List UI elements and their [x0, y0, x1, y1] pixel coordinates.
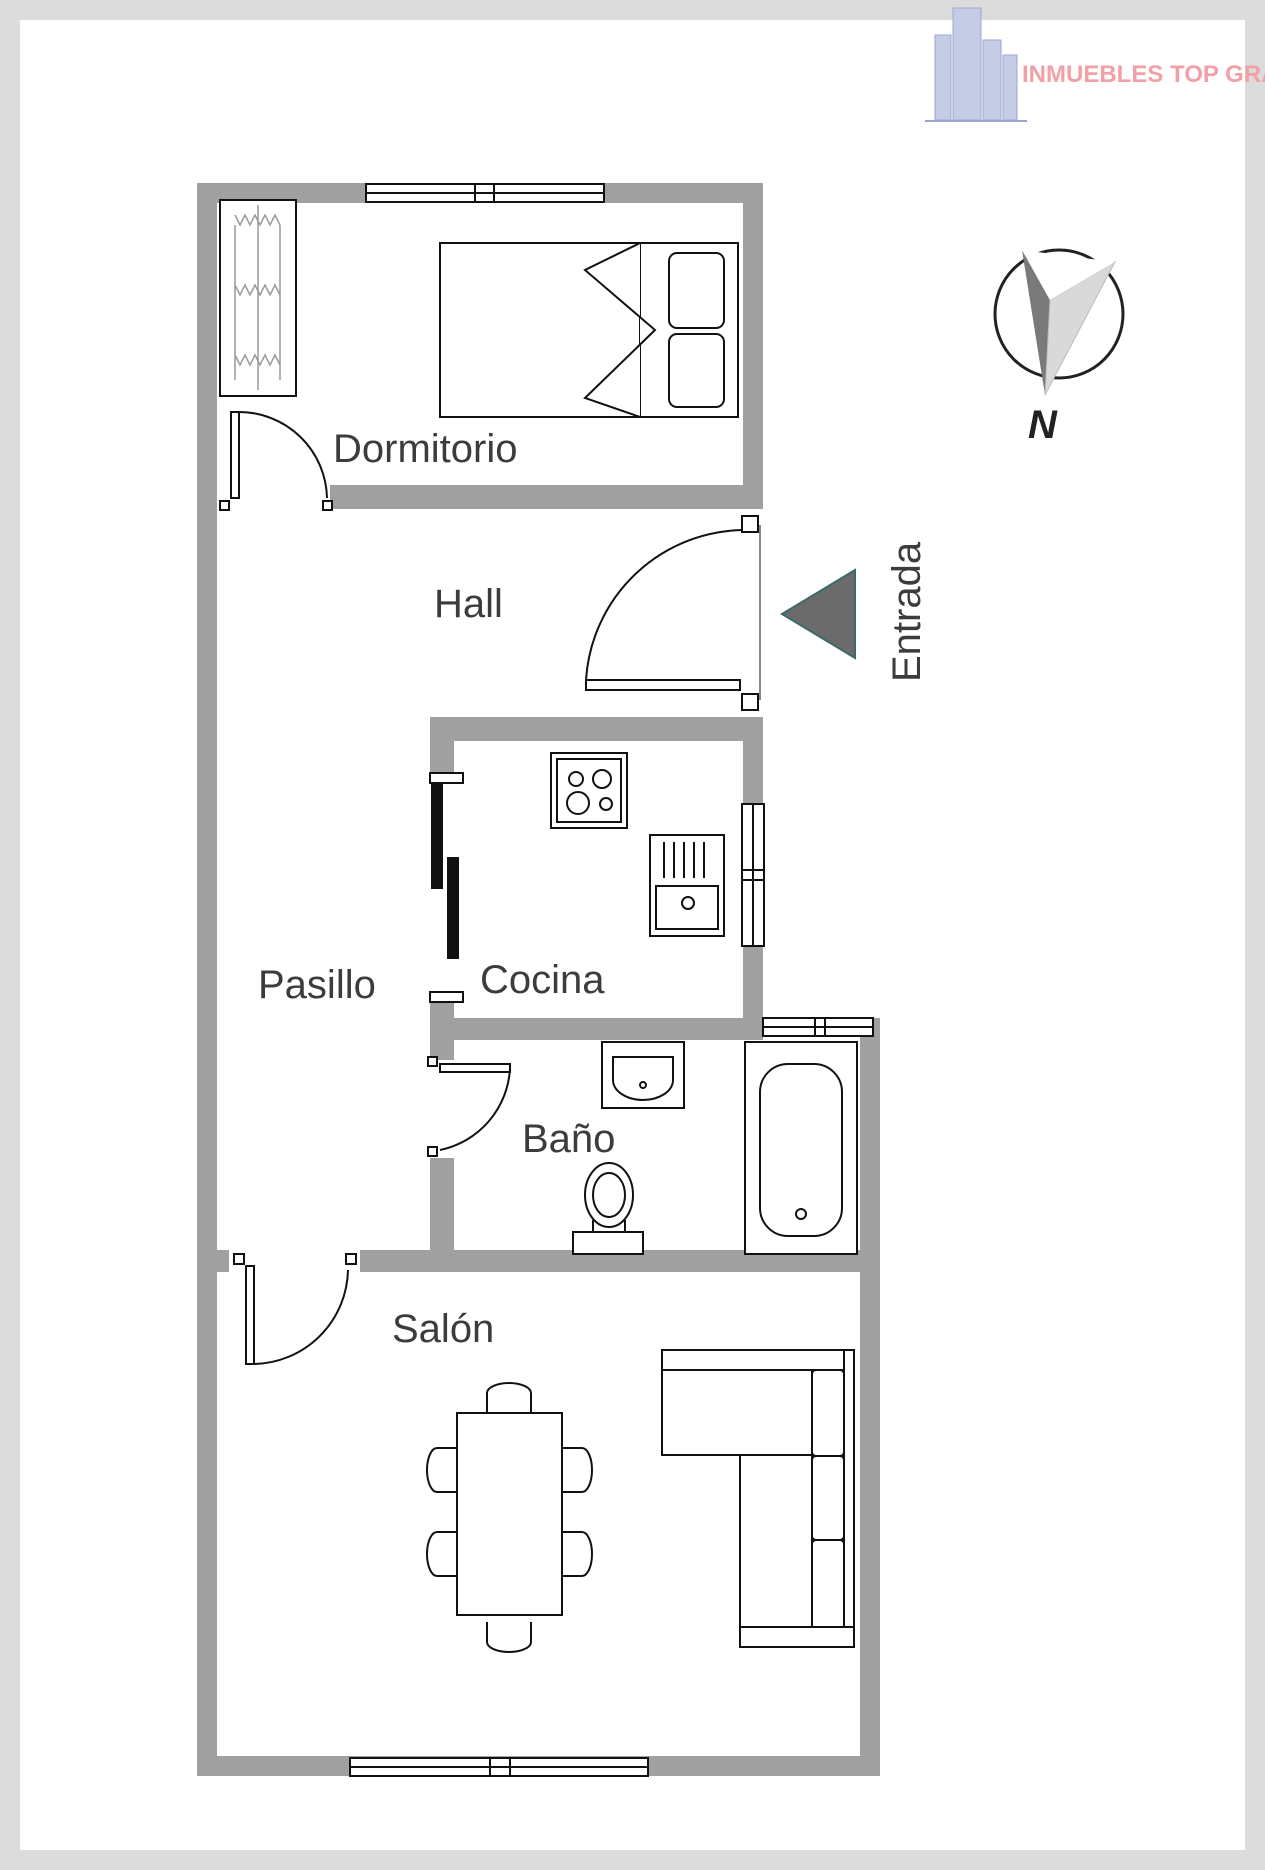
- room-label-pasillo: Pasillo: [258, 963, 376, 1007]
- wall-hall-kitchen: [430, 717, 763, 741]
- entrance-triangle-icon: [780, 568, 856, 660]
- wall-salon-stub: [217, 1250, 229, 1272]
- room-label-bano: Baño: [522, 1117, 615, 1161]
- entrance-label: Entrada: [885, 541, 929, 682]
- window-salon: [349, 1757, 649, 1777]
- wash-basin-icon: [601, 1041, 685, 1109]
- wall-bedroom-hall: [330, 485, 763, 509]
- door-entrance: [585, 515, 761, 711]
- corner-sofa-icon: [661, 1349, 855, 1648]
- door-kitchen-sliding: [429, 772, 464, 1003]
- dining-table-icon: [426, 1382, 593, 1653]
- wall-bath-left: [430, 1158, 454, 1266]
- furniture: [219, 199, 858, 1653]
- room-label-dormitorio: Dormitorio: [333, 427, 517, 471]
- wall-bath-salon: [360, 1250, 880, 1272]
- building-logo-icon: [925, 7, 1027, 122]
- north-arrow-icon: N: [993, 248, 1125, 447]
- bathtub-icon: [744, 1041, 858, 1255]
- window-kitchen: [741, 803, 765, 947]
- room-label-hall: Hall: [434, 582, 503, 626]
- doors: [219, 411, 761, 1365]
- kitchen-sink-icon: [649, 834, 725, 937]
- window-bath: [762, 1017, 874, 1037]
- brand-name: INMUEBLES TOP GRANADA: [1022, 61, 1265, 88]
- door-bedroom: [219, 411, 333, 511]
- cooktop-icon: [550, 752, 628, 829]
- wall-kitchen-left-top: [430, 717, 454, 777]
- windows: [349, 183, 874, 1777]
- door-salon: [233, 1253, 357, 1365]
- double-bed-icon: [439, 242, 739, 418]
- door-bath: [427, 1056, 511, 1157]
- north-label: N: [1028, 403, 1058, 447]
- room-label-salon: Salón: [392, 1307, 494, 1351]
- wall-right-lower: [860, 1018, 880, 1776]
- wall-right-bedroom: [743, 183, 763, 488]
- toilet-icon: [572, 1162, 644, 1255]
- wall-kitchen-bath: [430, 1018, 763, 1040]
- wall-left: [197, 183, 217, 1776]
- wardrobe-icon: [219, 199, 297, 397]
- window-bedroom: [365, 183, 605, 203]
- brand-logo: INMUEBLES TOP GRANADA: [925, 7, 1265, 122]
- room-label-cocina: Cocina: [480, 958, 605, 1002]
